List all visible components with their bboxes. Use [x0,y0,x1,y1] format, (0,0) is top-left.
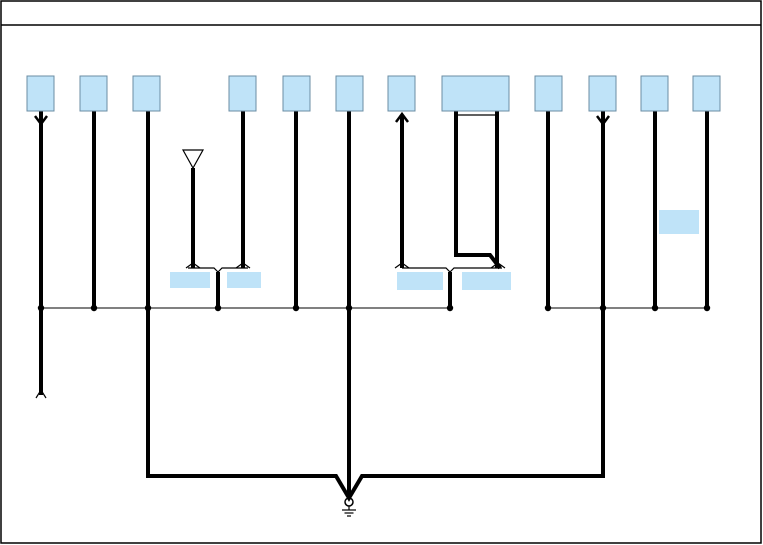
ground-icon [342,497,356,517]
component-box[interactable] [228,75,257,112]
component-box[interactable] [132,75,161,112]
connector-tag [170,272,210,288]
antenna-icon [181,149,205,170]
wire-loop [454,111,502,270]
ground-harness [146,308,605,502]
component-box[interactable] [534,75,563,112]
arrow-down-icon [596,115,610,127]
component-box[interactable] [387,75,416,112]
open-end-fork [35,388,47,399]
arrow-down-icon [34,115,48,127]
connector-tags [170,210,699,290]
component-box[interactable] [26,75,55,112]
component-box[interactable] [588,75,617,112]
connector-tag [462,272,511,290]
splice-brackets [185,114,506,273]
junctions [37,304,711,312]
components [26,75,721,112]
component-box[interactable] [335,75,364,112]
component-box[interactable] [441,75,510,112]
component-box[interactable] [282,75,311,112]
component-box[interactable] [79,75,108,112]
wires [39,111,709,502]
connector-tag [659,210,699,234]
component-box[interactable] [692,75,721,112]
connector-tag [227,272,261,288]
component-box[interactable] [640,75,669,112]
arrow-up-icon [395,111,409,123]
connector-tag [397,272,443,290]
